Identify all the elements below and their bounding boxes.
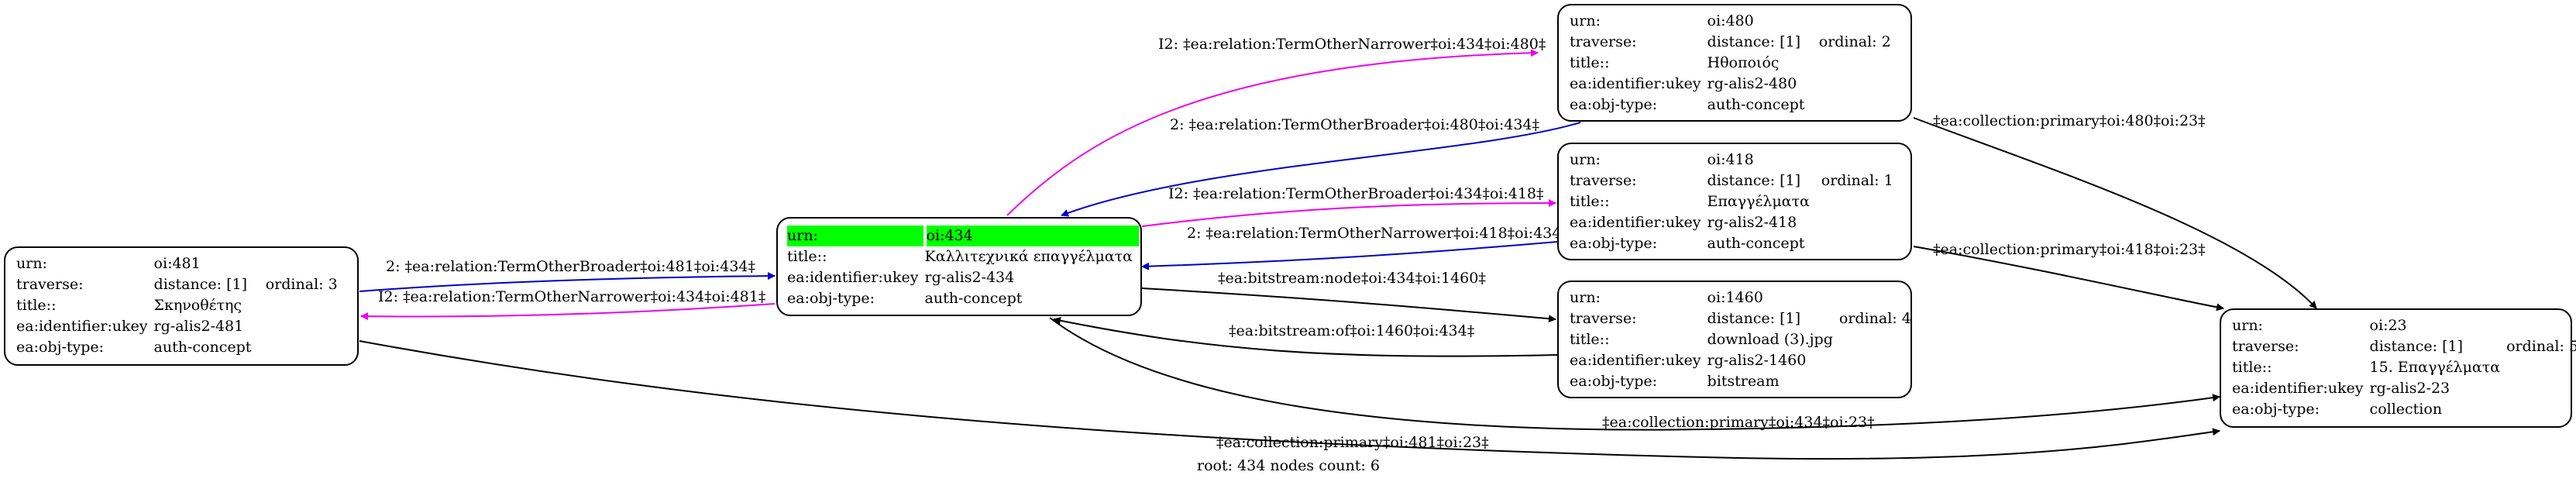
edge-434-1460 — [1141, 287, 1556, 323]
edge-label-480-434: 2: ‡ea:relation:TermOtherBroader‡oi:480‡… — [1170, 116, 1540, 133]
edge-481-434 — [359, 272, 776, 292]
node-oi-480[interactable]: urn:oi:480 traverse:distance: [1]ordinal… — [1557, 4, 1912, 122]
edge-434-418 — [1141, 199, 1556, 227]
node-oi-418[interactable]: urn:oi:418 traverse:distance: [1]ordinal… — [1557, 143, 1912, 260]
edge-label-480-23: ‡ea:collection:primary‡oi:480‡oi:23‡ — [1933, 112, 2206, 129]
node-table: urn:oi:480 traverse:distance: [1]ordinal… — [1570, 12, 1891, 113]
edge-label-1460-434: ‡ea:bitstream:of‡oi:1460‡oi:434‡ — [1229, 322, 1475, 339]
edge-label-434-480: I2: ‡ea:relation:TermOtherNarrower‡oi:43… — [1158, 36, 1546, 53]
node-table: urn:oi:481 traverse:distance: [1]ordinal… — [16, 255, 338, 356]
node-table: urn:oi:418 traverse:distance: [1]ordinal… — [1570, 151, 1893, 252]
edge-label-418-434: 2: ‡ea:relation:TermOtherNarrower‡oi:418… — [1187, 225, 1569, 242]
edge-label-434-23: ‡ea:collection:primary‡oi:434‡oi:23‡ — [1602, 414, 1875, 431]
edge-418-23 — [1913, 246, 2224, 312]
graph-footer: root: 434 nodes count: 6 — [1197, 457, 1380, 474]
node-oi-23[interactable]: urn:oi:23 traverse:distance: [1]ordinal:… — [2220, 308, 2576, 428]
edge-434-23 — [1049, 317, 2220, 431]
edge-1460-434 — [1053, 316, 1558, 357]
edge-480-434 — [1061, 122, 1581, 217]
node-table: urn:oi:1460 traverse:distance: [1]ordina… — [1570, 289, 1911, 390]
edge-label-434-481: I2: ‡ea:relation:TermOtherNarrower‡oi:43… — [378, 288, 766, 305]
edge-418-434 — [1141, 241, 1558, 270]
edge-434-481 — [360, 303, 776, 321]
node-oi-434-root[interactable]: urn:oi:434 title::Καλλιτεχνικά επαγγέλμα… — [776, 217, 1142, 316]
node-table: urn:oi:23 traverse:distance: [1]ordinal:… — [2232, 317, 2576, 418]
edge-label-418-23: ‡ea:collection:primary‡oi:418‡oi:23‡ — [1933, 241, 2206, 258]
urn-row-highlighted: urn:oi:434 — [787, 226, 1139, 246]
edge-label-481-434: 2: ‡ea:relation:TermOtherBroader‡oi:481‡… — [386, 258, 756, 275]
node-oi-481[interactable]: urn:oi:481 traverse:distance: [1]ordinal… — [4, 246, 359, 366]
edge-480-23 — [1913, 117, 2317, 309]
edge-label-481-23: ‡ea:collection:primary‡oi:481‡oi:23‡ — [1216, 434, 1489, 451]
edge-label-434-1460: ‡ea:bitstream:node‡oi:434‡oi:1460‡ — [1218, 270, 1486, 287]
edge-434-480 — [1006, 49, 1539, 216]
node-table: urn:oi:434 title::Καλλιτεχνικά επαγγέλμα… — [787, 226, 1139, 309]
edge-481-23 — [359, 340, 2220, 460]
node-oi-1460[interactable]: urn:oi:1460 traverse:distance: [1]ordina… — [1557, 281, 1912, 398]
edge-label-434-418: I2: ‡ea:relation:TermOtherBroader‡oi:434… — [1168, 185, 1544, 202]
